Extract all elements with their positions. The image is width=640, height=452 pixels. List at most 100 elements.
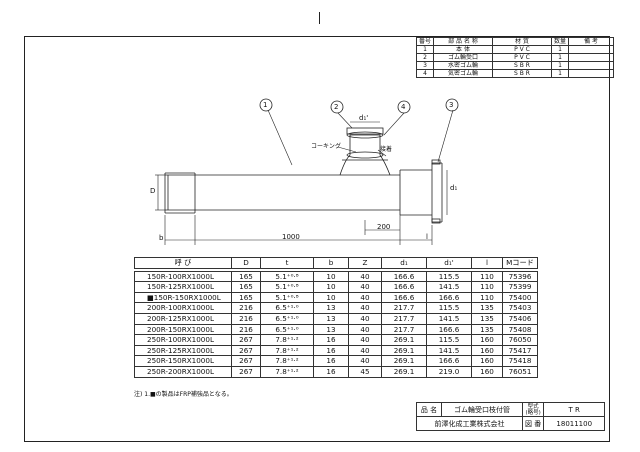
dims-cell: 165 bbox=[231, 281, 261, 293]
name-label: 品 名 bbox=[416, 402, 442, 417]
dims-cell: 166.6 bbox=[426, 291, 472, 304]
dims-cell: 16 bbox=[313, 344, 349, 357]
dims-cell: 269.1 bbox=[381, 334, 427, 346]
dims-cell: 40 bbox=[348, 291, 382, 304]
right-socket bbox=[399, 159, 443, 224]
parts-row: 4 気密ゴム輪 S B R 1 bbox=[415, 69, 615, 78]
title-row: 品 名 ゴム輪受口枝付管 型式(略号) T R bbox=[416, 402, 606, 417]
dims-cell: 16 bbox=[313, 365, 349, 378]
dims-cell: 5.1⁺⁰·⁸ bbox=[260, 281, 314, 293]
dims-header: b bbox=[313, 257, 349, 269]
D-label: D bbox=[150, 187, 156, 195]
dims-cell: 200R-100RX1000L bbox=[134, 302, 232, 314]
dims-cell: 141.5 bbox=[426, 281, 472, 293]
dims-cell: 110 bbox=[471, 270, 503, 283]
dims-cell: 267 bbox=[231, 355, 261, 367]
dims-header: Mコード bbox=[502, 257, 538, 269]
dims-cell: 267 bbox=[231, 334, 261, 346]
dims-cell: 40 bbox=[348, 281, 382, 293]
dims-cell: 135 bbox=[471, 323, 503, 336]
dims-cell: 75403 bbox=[502, 302, 538, 314]
parts-table: 番号 部 品 名 称 材 質 数量 備 考 1 本 体 P V C 1 2 ゴム… bbox=[415, 37, 615, 78]
dims-header-row: 呼 び D t b Z d₁ d₁' l Mコード bbox=[134, 257, 538, 269]
dims-cell: 75400 bbox=[502, 291, 538, 304]
drawing-frame bbox=[24, 36, 610, 442]
dims-cell: 40 bbox=[348, 302, 382, 314]
balloon-1 bbox=[259, 98, 273, 112]
dims-cell: 250R-150RX1000L bbox=[134, 355, 232, 367]
name-value: ゴム輪受口枝付管 bbox=[441, 402, 523, 417]
dims-header: d₁' bbox=[426, 257, 472, 269]
dims-cell: 141.5 bbox=[426, 312, 472, 325]
dims-cell: 13 bbox=[313, 323, 349, 336]
dims-header: d₁ bbox=[381, 257, 427, 269]
branch-socket bbox=[339, 127, 391, 176]
dimension-lines bbox=[155, 121, 448, 245]
dims-cell: 13 bbox=[313, 312, 349, 325]
dims-cell: 75418 bbox=[502, 355, 538, 367]
dims-cell: 75408 bbox=[502, 323, 538, 336]
dims-cell: 250R-200RX1000L bbox=[134, 365, 232, 378]
drawing-no: 18011100 bbox=[543, 416, 606, 431]
dims-header: t bbox=[260, 257, 314, 269]
dims-cell: 40 bbox=[348, 270, 382, 283]
dims-cell: 75417 bbox=[502, 344, 538, 357]
top-center-mark bbox=[319, 12, 320, 24]
balloon-label: 2 bbox=[334, 103, 339, 111]
dims-cell: 6.5⁺¹·⁰ bbox=[260, 312, 314, 325]
dims-cell: 269.1 bbox=[381, 365, 427, 378]
dims-cell: 76051 bbox=[502, 365, 538, 378]
dims-cell: 7.8⁺¹·² bbox=[260, 334, 314, 346]
dims-cell: 269.1 bbox=[381, 344, 427, 357]
dims-cell: 7.8⁺¹·² bbox=[260, 344, 314, 357]
balloon-label: 1 bbox=[263, 101, 268, 109]
main-pipe-body bbox=[164, 172, 400, 214]
dims-cell: 166.6 bbox=[381, 270, 427, 283]
dims-cell: 217.7 bbox=[381, 323, 427, 336]
balloon-2 bbox=[330, 100, 344, 114]
dims-cell: 75406 bbox=[502, 312, 538, 325]
dims-cell: 166.6 bbox=[426, 355, 472, 367]
dims-cell: 6.5⁺¹·⁰ bbox=[260, 302, 314, 314]
dims-cell: 160 bbox=[471, 334, 503, 346]
dims-cell: 115.5 bbox=[426, 302, 472, 314]
dims-cell: 10 bbox=[313, 270, 349, 283]
dims-cell: 200R-125RX1000L bbox=[134, 312, 232, 325]
dims-cell: 16 bbox=[313, 334, 349, 346]
dims-cell: 45 bbox=[348, 365, 382, 378]
balloon-3 bbox=[445, 98, 459, 112]
dims-cell: 165 bbox=[231, 291, 261, 304]
dims-cell: 110 bbox=[471, 281, 503, 293]
dims-cell: 115.5 bbox=[426, 334, 472, 346]
dims-cell: 150R-125RX1000L bbox=[134, 281, 232, 293]
dims-cell: 10 bbox=[313, 281, 349, 293]
dims-cell: 135 bbox=[471, 312, 503, 325]
dims-cell: 10 bbox=[313, 291, 349, 304]
balloon-label: 3 bbox=[449, 101, 454, 109]
dims-cell: 160 bbox=[471, 355, 503, 367]
z-label: 200 bbox=[377, 223, 391, 231]
dims-cell: ■150R-150RX1000L bbox=[134, 291, 232, 304]
dimension-table: 呼 び D t b Z d₁ d₁' l Mコード 150R-100RX1000… bbox=[134, 257, 538, 378]
parts-cell bbox=[568, 69, 615, 78]
balloon-4 bbox=[397, 100, 411, 114]
dims-header: D bbox=[231, 257, 261, 269]
dims-cell: 250R-125RX1000L bbox=[134, 344, 232, 357]
length-label: 1000 bbox=[282, 233, 300, 241]
dims-cell: 166.6 bbox=[426, 323, 472, 336]
balloon-label: 4 bbox=[401, 103, 406, 111]
dims-cell: 216 bbox=[231, 312, 261, 325]
d1-prime-label: d₁' bbox=[359, 114, 369, 122]
b-label: b bbox=[159, 234, 164, 242]
dims-cell: 267 bbox=[231, 344, 261, 357]
dims-cell: 13 bbox=[313, 302, 349, 314]
dims-cell: 75396 bbox=[502, 270, 538, 283]
